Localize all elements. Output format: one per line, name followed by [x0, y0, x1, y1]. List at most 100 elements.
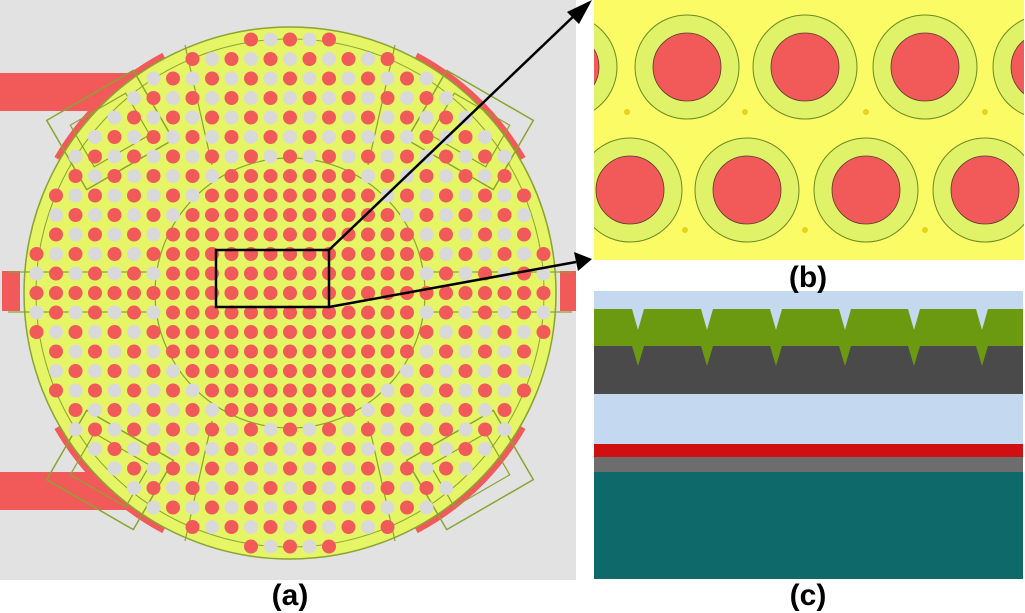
- hole-3-2: [341, 325, 356, 339]
- hole-6-2: [400, 325, 414, 339]
- hole--4--7: [205, 149, 219, 164]
- hole--6-2: [166, 325, 180, 339]
- hole--12--1: [49, 266, 63, 281]
- hole-10--6: [478, 169, 492, 183]
- hole-8--5: [439, 188, 453, 203]
- hole-0-10: [283, 481, 297, 495]
- hole--6--5: [166, 188, 180, 203]
- layer-backplate: [594, 346, 1023, 394]
- hole-10-7: [478, 422, 492, 437]
- panel-label-a: (a): [272, 579, 309, 612]
- hole--1-7: [263, 422, 278, 437]
- hole-10--3: [478, 227, 492, 242]
- hole-10--2: [478, 247, 492, 261]
- hole-1-12: [302, 520, 317, 534]
- hole-2-3: [322, 344, 336, 359]
- hole-1-10: [302, 481, 317, 495]
- hole-10-0: [478, 286, 492, 300]
- hole-7--2: [419, 247, 434, 261]
- hole--9-8: [107, 442, 122, 456]
- hole--2-1: [244, 305, 258, 320]
- hole-1-2: [302, 325, 317, 339]
- membrane-notches: [632, 309, 988, 366]
- notch-bottom-1: [701, 346, 713, 366]
- hole-12-0: [517, 286, 531, 300]
- hole-2-5: [322, 383, 336, 398]
- hole-7-4: [419, 364, 434, 378]
- hole--7-1: [146, 305, 161, 320]
- hole-5-4: [380, 364, 395, 378]
- hole-1--8: [302, 130, 317, 144]
- hole--1-13: [263, 539, 278, 554]
- hole-11--4: [497, 208, 512, 222]
- hole--4--6: [205, 169, 219, 183]
- hole-11-1: [497, 305, 512, 320]
- hole-6-9: [400, 461, 414, 476]
- hole-3-8: [341, 442, 356, 456]
- hole-5-6: [380, 403, 395, 417]
- notch-bottom-3: [839, 346, 851, 366]
- hole-0--11: [283, 71, 297, 86]
- hole--1--3: [263, 227, 278, 242]
- hole-0--4: [283, 208, 297, 222]
- hole-1-11: [302, 500, 317, 515]
- hole--7--10: [146, 91, 161, 105]
- hole--9-6: [107, 403, 122, 417]
- hole-6--3: [400, 227, 414, 242]
- hole--7--9: [146, 110, 161, 125]
- hole--8--5: [127, 188, 141, 203]
- hole-7-9: [419, 461, 434, 476]
- hole-1--3: [302, 227, 317, 242]
- hole--3-8: [224, 442, 239, 456]
- hole-8--9: [439, 110, 453, 125]
- hole--2--11: [244, 71, 258, 86]
- hole--7--1: [146, 266, 161, 281]
- hole--7--11: [146, 71, 161, 86]
- hole-0-11: [283, 500, 297, 515]
- hole--12--4: [49, 208, 63, 222]
- notch-top-5: [976, 309, 988, 330]
- hole--6-8: [166, 442, 180, 456]
- hole--11-1: [68, 305, 83, 320]
- hole-8-0: [439, 286, 453, 300]
- hole-11-2: [497, 325, 512, 339]
- hole--8-8: [127, 442, 141, 456]
- hole--2--6: [244, 169, 258, 183]
- hole--11--6: [68, 169, 83, 183]
- hole--2--3: [244, 227, 258, 242]
- hole--8-5: [127, 383, 141, 398]
- hole-0--10: [283, 91, 297, 105]
- hole-7-1: [419, 305, 434, 320]
- hole--2-9: [244, 461, 258, 476]
- hole--5-9: [185, 461, 200, 476]
- hole--6-0: [166, 286, 180, 300]
- hole-9-6: [458, 403, 473, 417]
- hole-4--11: [361, 71, 375, 86]
- hole-7-10: [419, 481, 434, 495]
- hole--5-12: [185, 520, 200, 534]
- hole--8-4: [127, 364, 141, 378]
- hole-0-0: [283, 286, 297, 300]
- hole-3--9: [341, 110, 356, 125]
- notch-top-3: [839, 309, 851, 330]
- hole-0-4: [1010, 39, 1024, 95]
- hole--1-8: [263, 442, 278, 456]
- hole-9--9: [458, 110, 473, 125]
- hole--9-0: [107, 286, 122, 300]
- hole-2--8: [322, 130, 336, 144]
- hole-8--3: [439, 227, 453, 242]
- hole--5-0: [185, 286, 200, 300]
- hole--4-10: [205, 481, 219, 495]
- hole--9--7: [107, 149, 122, 164]
- hole--2-0: [244, 286, 258, 300]
- zoom-arrow-bottom: [328, 252, 592, 309]
- hole-7-6: [419, 403, 434, 417]
- hole-6--11: [400, 71, 414, 86]
- hole--1--5: [263, 188, 278, 203]
- hole-1-0: [302, 286, 317, 300]
- hole--11-3: [68, 344, 83, 359]
- layer-top-gap: [594, 291, 1023, 311]
- layer-membrane: [594, 309, 1023, 347]
- notch-bottom-5: [976, 346, 988, 366]
- hole--2-13: [244, 539, 258, 554]
